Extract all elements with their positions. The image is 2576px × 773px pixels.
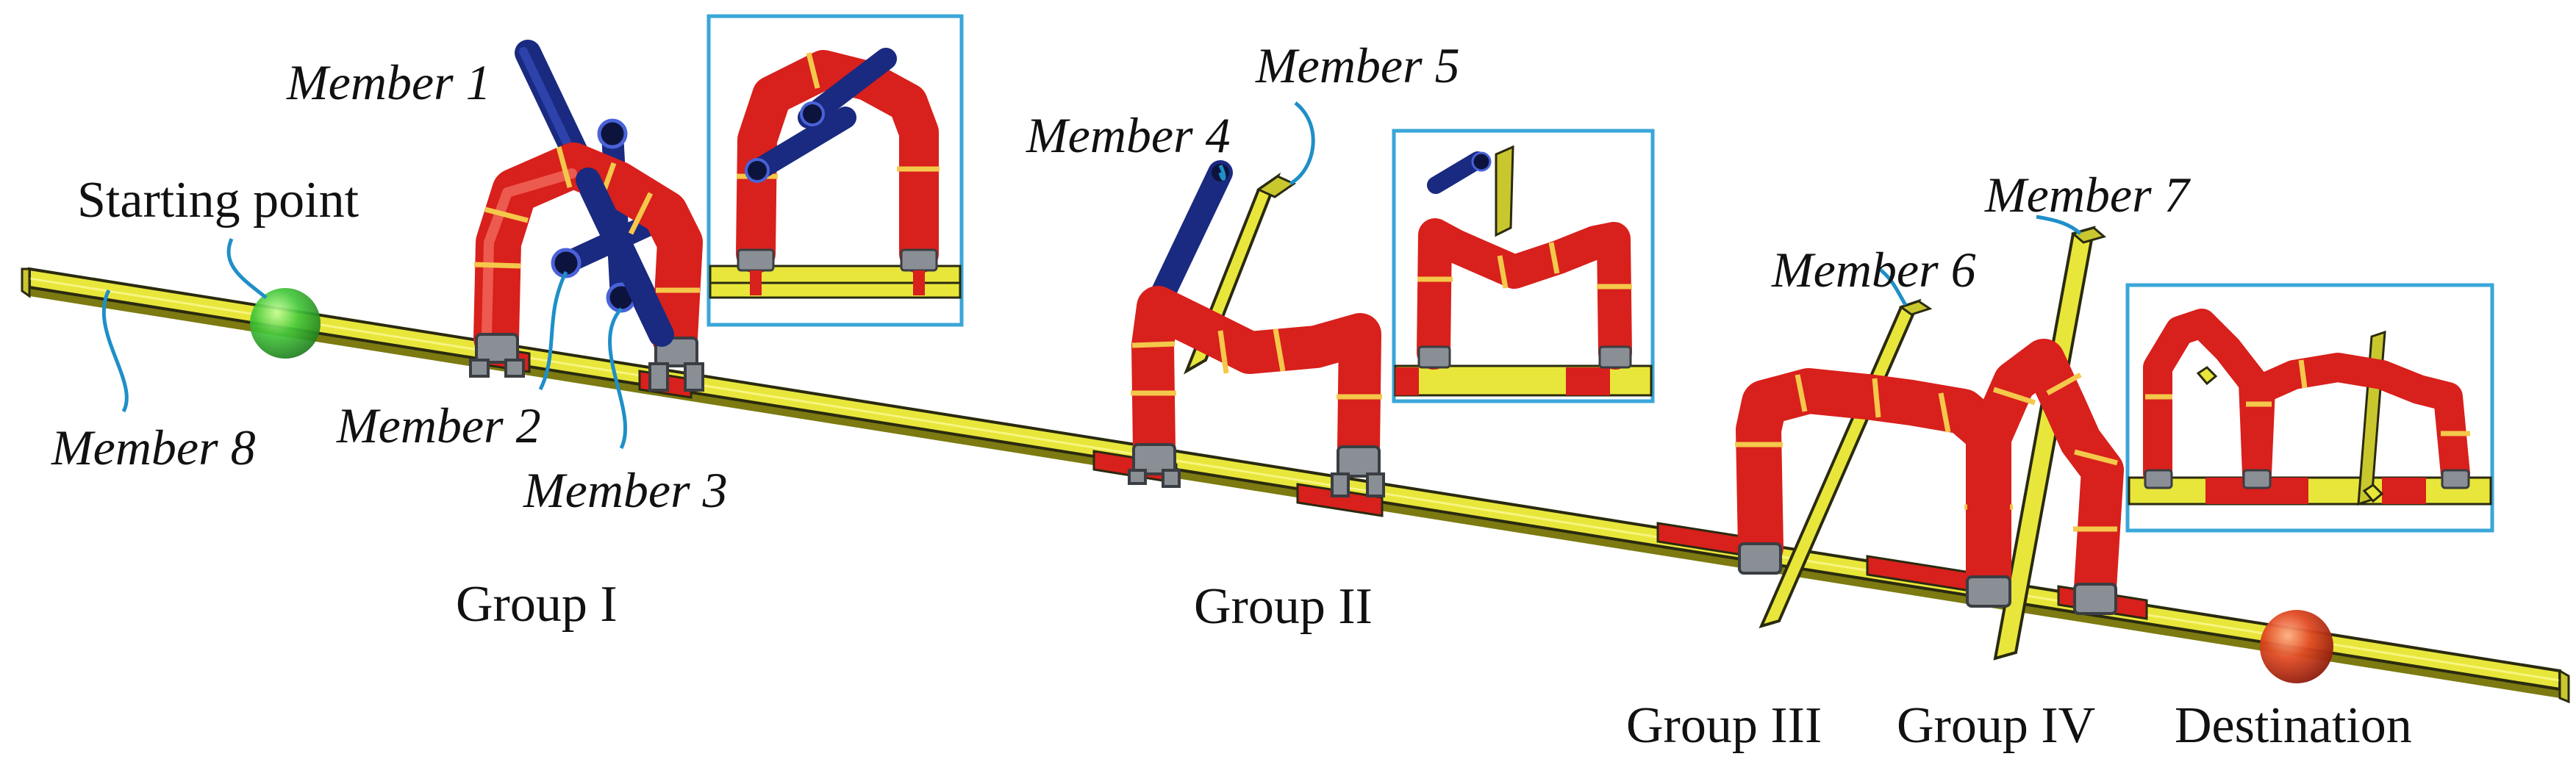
leader-member-5 <box>1289 101 1315 186</box>
label-starting-point: Starting point <box>77 172 359 229</box>
inset-group-3-4 <box>2125 283 2494 533</box>
leader-member-3 <box>608 307 627 450</box>
label-member-8: Member 8 <box>51 420 256 475</box>
red-sphere-icon <box>2260 610 2333 683</box>
label-destination: Destination <box>2175 697 2412 754</box>
leader-member-2 <box>538 270 568 391</box>
leader-member-4 <box>1218 164 1226 181</box>
label-member-6: Member 6 <box>1771 242 1976 298</box>
inset-group-1 <box>706 14 964 327</box>
label-member-3: Member 3 <box>523 462 728 518</box>
label-group-3: Group III <box>1626 697 1822 754</box>
group-1-robot <box>469 40 704 392</box>
leader-member-8 <box>101 289 129 413</box>
label-group-4: Group IV <box>1897 697 2095 754</box>
leader-member-7 <box>2036 215 2082 235</box>
label-member-1: Member 1 <box>286 54 491 110</box>
green-sphere-icon <box>250 288 321 359</box>
group-3-4-robots <box>1735 226 2124 661</box>
leader-member-6 <box>1877 267 1908 306</box>
group-2-robot <box>1128 160 1385 497</box>
inset-group-2 <box>1392 129 1655 403</box>
label-group-1: Group I <box>456 576 618 633</box>
label-member-4: Member 4 <box>1026 107 1231 163</box>
label-member-2: Member 2 <box>336 398 541 453</box>
leader-start <box>226 238 268 299</box>
label-member-5: Member 5 <box>1255 37 1460 93</box>
label-group-2: Group II <box>1194 578 1373 635</box>
label-member-7: Member 7 <box>1984 167 2192 223</box>
